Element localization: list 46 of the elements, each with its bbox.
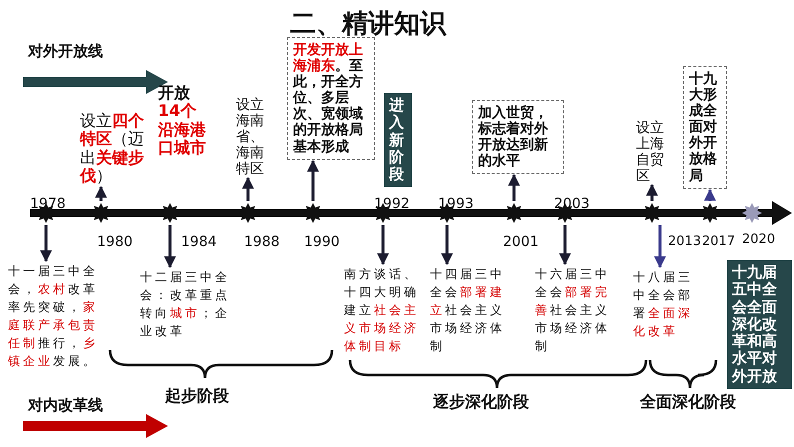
year-label: 2020 [742, 232, 776, 247]
stage-label: 起步阶段 [165, 386, 229, 407]
stage-label: 逐步深化阶段 [433, 392, 529, 413]
event-text: 进入新阶段 [389, 97, 405, 184]
arrow [704, 188, 716, 201]
arrow [441, 225, 453, 266]
event-text: 十四届三中全会部署建立社会主义市场经济体制 [430, 265, 510, 355]
callout-box [287, 37, 375, 160]
arrow [508, 174, 520, 201]
event-text: 设立海南省、海南特区 [236, 97, 270, 178]
callout-box [683, 66, 727, 189]
event-text: 十八届三中全会部署全面深化改革 [633, 268, 697, 340]
line-title: 对内改革线 [28, 396, 103, 415]
event-text: 设立四个特区（迈出关键步伐） [80, 112, 150, 186]
event-text: 十二届三中全会：改革重点转向城市；企业改革 [140, 268, 234, 340]
arrow [164, 225, 176, 268]
year-label: 2017 [702, 234, 736, 249]
event-text: 开放14个沿海港口城市 [158, 84, 212, 158]
arrow [654, 225, 666, 268]
arrow [307, 160, 319, 201]
arrow [242, 176, 254, 201]
event-text: 南方谈话、十四大明确建立社会主义市场经济体制目标 [344, 265, 424, 355]
year-label: 1980 [97, 234, 133, 250]
arrow [95, 186, 107, 201]
line-title: 对外开放线 [28, 42, 103, 61]
arrow [377, 225, 389, 266]
event-text: 十六届三中全会部署完善社会主义市场经济体制 [535, 265, 615, 355]
arrow [40, 225, 52, 262]
year-label: 2001 [503, 234, 539, 250]
arrow [559, 225, 571, 266]
event-text: 十一届三中全会，农村改革率先突破，家庭联产承包责任制推行，乡镇企业发展。 [8, 262, 100, 370]
event-text: 十九大形成全面对外开放格局 [689, 71, 718, 184]
year-label: 1988 [244, 234, 280, 250]
event-text: 开发开放上海浦东。至此，开全方位、多层次、宽领域的开放格局基本形成 [293, 42, 364, 155]
event-text: 设立上海自贸区 [636, 120, 670, 184]
arrow [646, 184, 658, 201]
highlight-box [727, 260, 792, 389]
event-text: 加入世贸，标志着对外开放达到新的水平 [478, 105, 549, 170]
page-title: 二、精讲知识 [290, 8, 446, 41]
highlight-box [384, 93, 412, 188]
year-label: 1990 [304, 234, 340, 250]
callout-box [472, 100, 564, 174]
stage-label: 全面深化阶段 [640, 392, 736, 413]
year-label: 1984 [181, 234, 217, 250]
event-text: 十九届五中全会全面深化改革和高水平对外开放 [732, 264, 778, 385]
year-label: 2013 [668, 234, 702, 249]
